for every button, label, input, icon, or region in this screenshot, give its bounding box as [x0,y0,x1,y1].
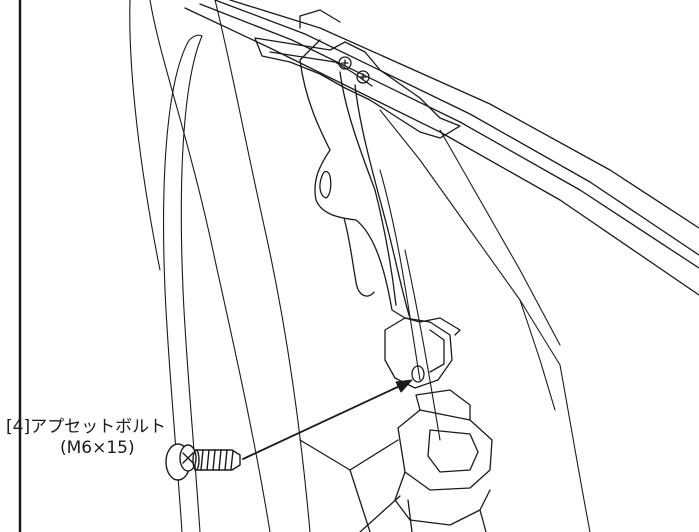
left-pillar-curves [129,0,311,532]
panel-surface-lines [379,109,591,532]
leader-arrowhead [395,379,413,393]
bolt-hole [411,365,425,383]
connector-block [299,389,493,532]
main-bracket [299,39,461,336]
bolt-callout: [4]アプセットボルト (M6×15) [6,417,166,458]
spec-label: (M6×15) [60,438,135,458]
upper-rail [184,0,699,296]
leader-arrow-icon [242,383,405,460]
top-bracket [254,37,461,139]
flange-bolt-icon [165,443,241,481]
part-label: [4]アプセットボルト [6,417,166,437]
lower-mount [384,317,453,389]
